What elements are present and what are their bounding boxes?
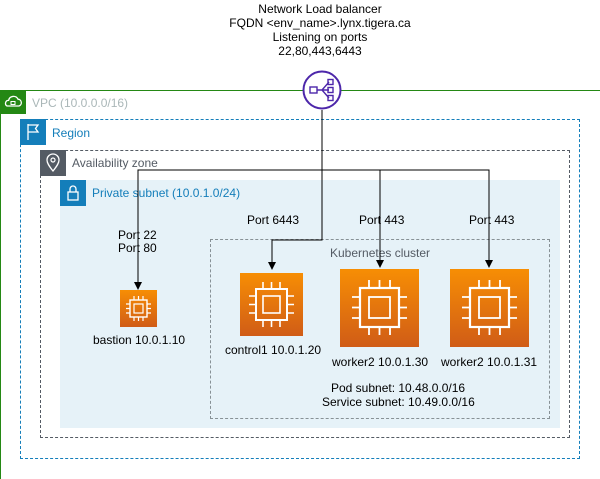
- connector-to-worker-2: [380, 169, 493, 268]
- connector-to-control1: [268, 170, 323, 270]
- bastion-label: bastion 10.0.1.10: [93, 333, 186, 347]
- bastion-instance-icon: [120, 290, 157, 327]
- region-label: Region: [52, 126, 91, 140]
- location-pin-icon: [40, 150, 66, 176]
- worker-2-label: worker2 10.0.1.31: [441, 355, 538, 369]
- control1-label: control1 10.0.1.20: [225, 343, 322, 357]
- worker-1-instance-icon: [340, 269, 419, 347]
- worker-1-port-label: Port 443: [359, 213, 405, 227]
- bastion-port-22-label: Port 22: [118, 228, 157, 242]
- load-balancer-fqdn: FQDN <env_name>.lynx.tigera.ca: [229, 16, 411, 30]
- load-balancer-description: Network Load balancer FQDN <env_name>.ly…: [200, 2, 440, 58]
- load-balancer-title: Network Load balancer: [258, 2, 382, 16]
- private-subnet-label: Private subnet (10.0.1.0/24): [92, 186, 241, 200]
- availability-zone-label: Availability zone: [72, 156, 158, 170]
- lock-icon: [60, 180, 86, 206]
- bastion-port-80-label: Port 80: [118, 241, 157, 255]
- cloud-icon: [0, 90, 26, 114]
- vpc-group: [0, 90, 600, 479]
- worker-1-label: worker2 10.0.1.30: [332, 355, 429, 369]
- flag-icon: [20, 119, 46, 145]
- network-load-balancer-icon: [302, 70, 342, 110]
- load-balancer-listening: Listening on ports: [272, 30, 368, 44]
- region-group: [20, 119, 580, 459]
- worker-2-instance-icon: [450, 269, 529, 347]
- connector-to-bastion: [134, 110, 323, 290]
- control1-port-label: Port 6443: [247, 213, 300, 227]
- vpc-label: VPC (10.0.0.0/16): [32, 96, 129, 110]
- load-balancer-ports: 22,80,443,6443: [278, 44, 362, 58]
- pod-subnet-label: Pod subnet: 10.48.0.0/16: [331, 381, 466, 395]
- worker-2-port-label: Port 443: [469, 213, 515, 227]
- service-subnet-label: Service subnet: 10.49.0.0/16: [322, 395, 475, 409]
- availability-zone-group: [40, 150, 570, 438]
- control1-instance-icon: [240, 273, 303, 336]
